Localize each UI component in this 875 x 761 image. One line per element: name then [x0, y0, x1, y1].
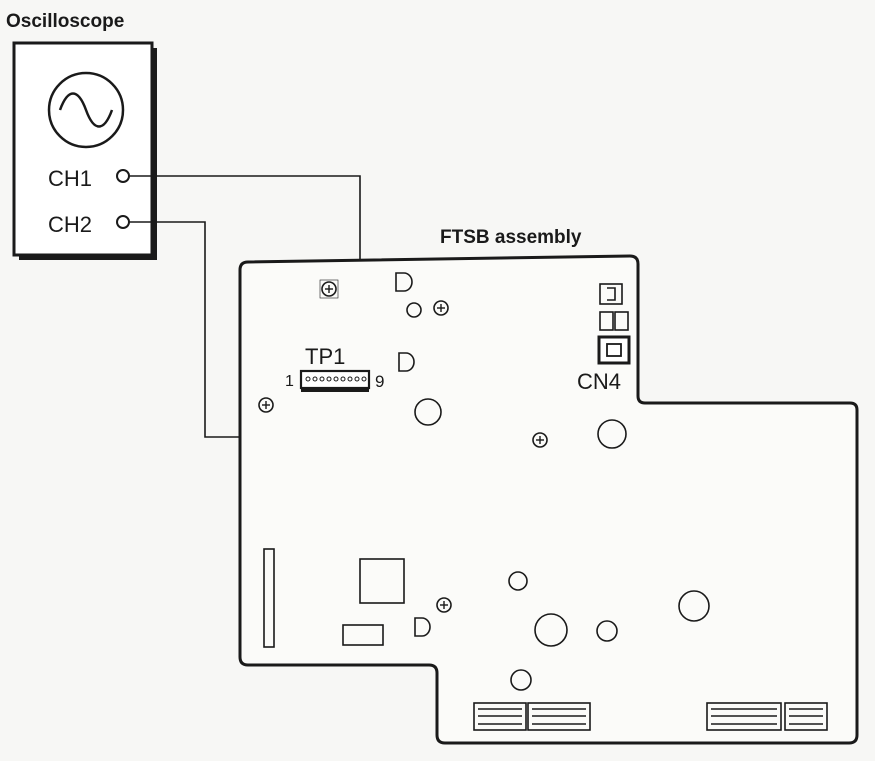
ic-chip: [359, 558, 405, 604]
tp1-pin: [305, 376, 311, 382]
trimmer-potentiometer-icon: [433, 300, 449, 316]
tp1-pin: [326, 376, 332, 382]
oscilloscope-body: CH1 CH2: [12, 41, 157, 260]
bottom-connector-2: [527, 702, 591, 731]
tp1-pin: [319, 376, 325, 382]
transistor-q2: [406, 302, 422, 318]
trimmer-potentiometer-icon: [319, 279, 339, 299]
trimmer-potentiometer-icon: [258, 397, 274, 413]
vertical-connector-strip: [263, 548, 275, 648]
tp1-label: TP1: [305, 344, 345, 369]
bottom-connector-4: [784, 702, 828, 731]
tp1-pin-first: 1: [285, 373, 294, 390]
ch1-label: CH1: [48, 166, 92, 191]
transistor-q3: [398, 352, 415, 372]
trimmer-potentiometer-icon: [436, 597, 452, 613]
small-component-2: [599, 311, 614, 331]
bottom-connector-3: [706, 702, 782, 731]
sine-wave-icon: [47, 71, 125, 149]
capacitor-c3: [508, 571, 528, 591]
tp1-pin: [312, 376, 318, 382]
capacitor-c1: [414, 398, 442, 426]
small-component-1: [599, 283, 623, 305]
tp1-pin: [361, 376, 367, 382]
tp1-pin: [333, 376, 339, 382]
capacitor-c2: [597, 419, 627, 449]
component-block: [342, 624, 384, 646]
oscilloscope-title: Oscilloscope: [6, 11, 124, 32]
tp1-pins: [305, 376, 367, 382]
transistor-q1: [395, 272, 413, 292]
capacitor-c4: [678, 590, 710, 622]
cn4-label: CN4: [577, 369, 621, 394]
tp1-pin: [347, 376, 353, 382]
tp1-connector[interactable]: [299, 369, 371, 392]
tp1-pin-last: 9: [375, 372, 384, 391]
capacitor-c6: [596, 620, 618, 642]
ftsb-board-outline: [238, 254, 859, 745]
cn4-connector[interactable]: [597, 335, 631, 365]
trimmer-potentiometer-icon: [532, 432, 548, 448]
board-title: FTSB assembly: [440, 227, 582, 248]
tp1-pin: [354, 376, 360, 382]
small-component-1-mark: [607, 287, 616, 301]
ch2-label: CH2: [48, 212, 92, 237]
tp1-pin: [340, 376, 346, 382]
ch2-terminal[interactable]: [116, 215, 130, 229]
ch1-terminal[interactable]: [116, 169, 130, 183]
capacitor-c7: [510, 669, 532, 691]
small-component-3: [614, 311, 629, 331]
capacitor-c5: [534, 613, 568, 647]
bottom-connector-1: [473, 702, 527, 731]
transistor-q4: [414, 617, 431, 637]
